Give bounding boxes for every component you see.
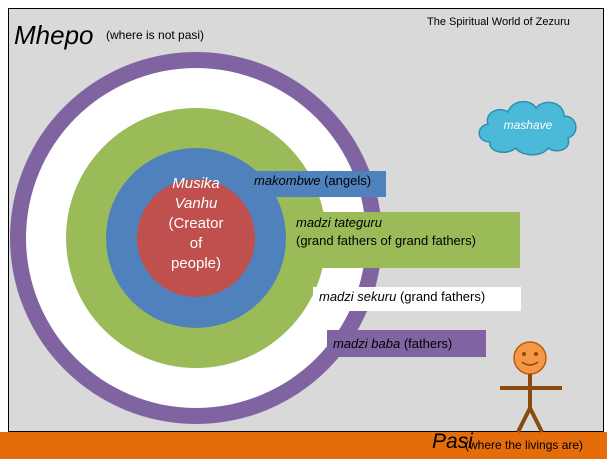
creator-line-5: people) bbox=[170, 255, 222, 272]
creator-line-2: Vanhu bbox=[174, 195, 218, 212]
mhepo-title: Mhepo bbox=[14, 20, 94, 50]
baba-name: madzi baba bbox=[333, 336, 401, 351]
sekuru-label: madzi sekuru (grand fathers) bbox=[313, 287, 521, 311]
creator-line-4: of bbox=[189, 235, 203, 252]
tateguru-label: madzi tateguru (grand fathers of grand f… bbox=[290, 212, 520, 268]
circle-creator bbox=[137, 179, 255, 297]
creator-line-1: Musika bbox=[172, 175, 220, 192]
cloud-icon bbox=[478, 100, 577, 156]
cloud-label: mashave bbox=[503, 118, 553, 132]
sekuru-note: (grand fathers) bbox=[399, 289, 486, 304]
creator-label: Musika Vanhu (Creator of people) bbox=[150, 174, 242, 274]
baba-label: madzi baba (fathers) bbox=[327, 330, 486, 357]
ground-band bbox=[0, 432, 607, 459]
angels-label: makombwe (angels) bbox=[248, 171, 386, 197]
angels-note: (angels) bbox=[324, 173, 372, 188]
tateguru-name: madzi tateguru bbox=[296, 215, 382, 230]
pasi-note: (where the livings are) bbox=[465, 438, 584, 452]
person-icon bbox=[500, 341, 562, 433]
mhepo-note: (where is not pasi) bbox=[106, 28, 205, 42]
angels-name: makombwe bbox=[254, 173, 321, 188]
sekuru-name: madzi sekuru bbox=[319, 289, 397, 304]
slide-title: The Spiritual World of Zezuru bbox=[427, 16, 570, 28]
baba-note: (fathers) bbox=[403, 336, 453, 351]
creator-line-3: (Creator bbox=[168, 215, 224, 232]
pasi-title: Pasi bbox=[432, 430, 473, 453]
tateguru-note: (grand fathers of grand fathers) bbox=[296, 233, 476, 248]
